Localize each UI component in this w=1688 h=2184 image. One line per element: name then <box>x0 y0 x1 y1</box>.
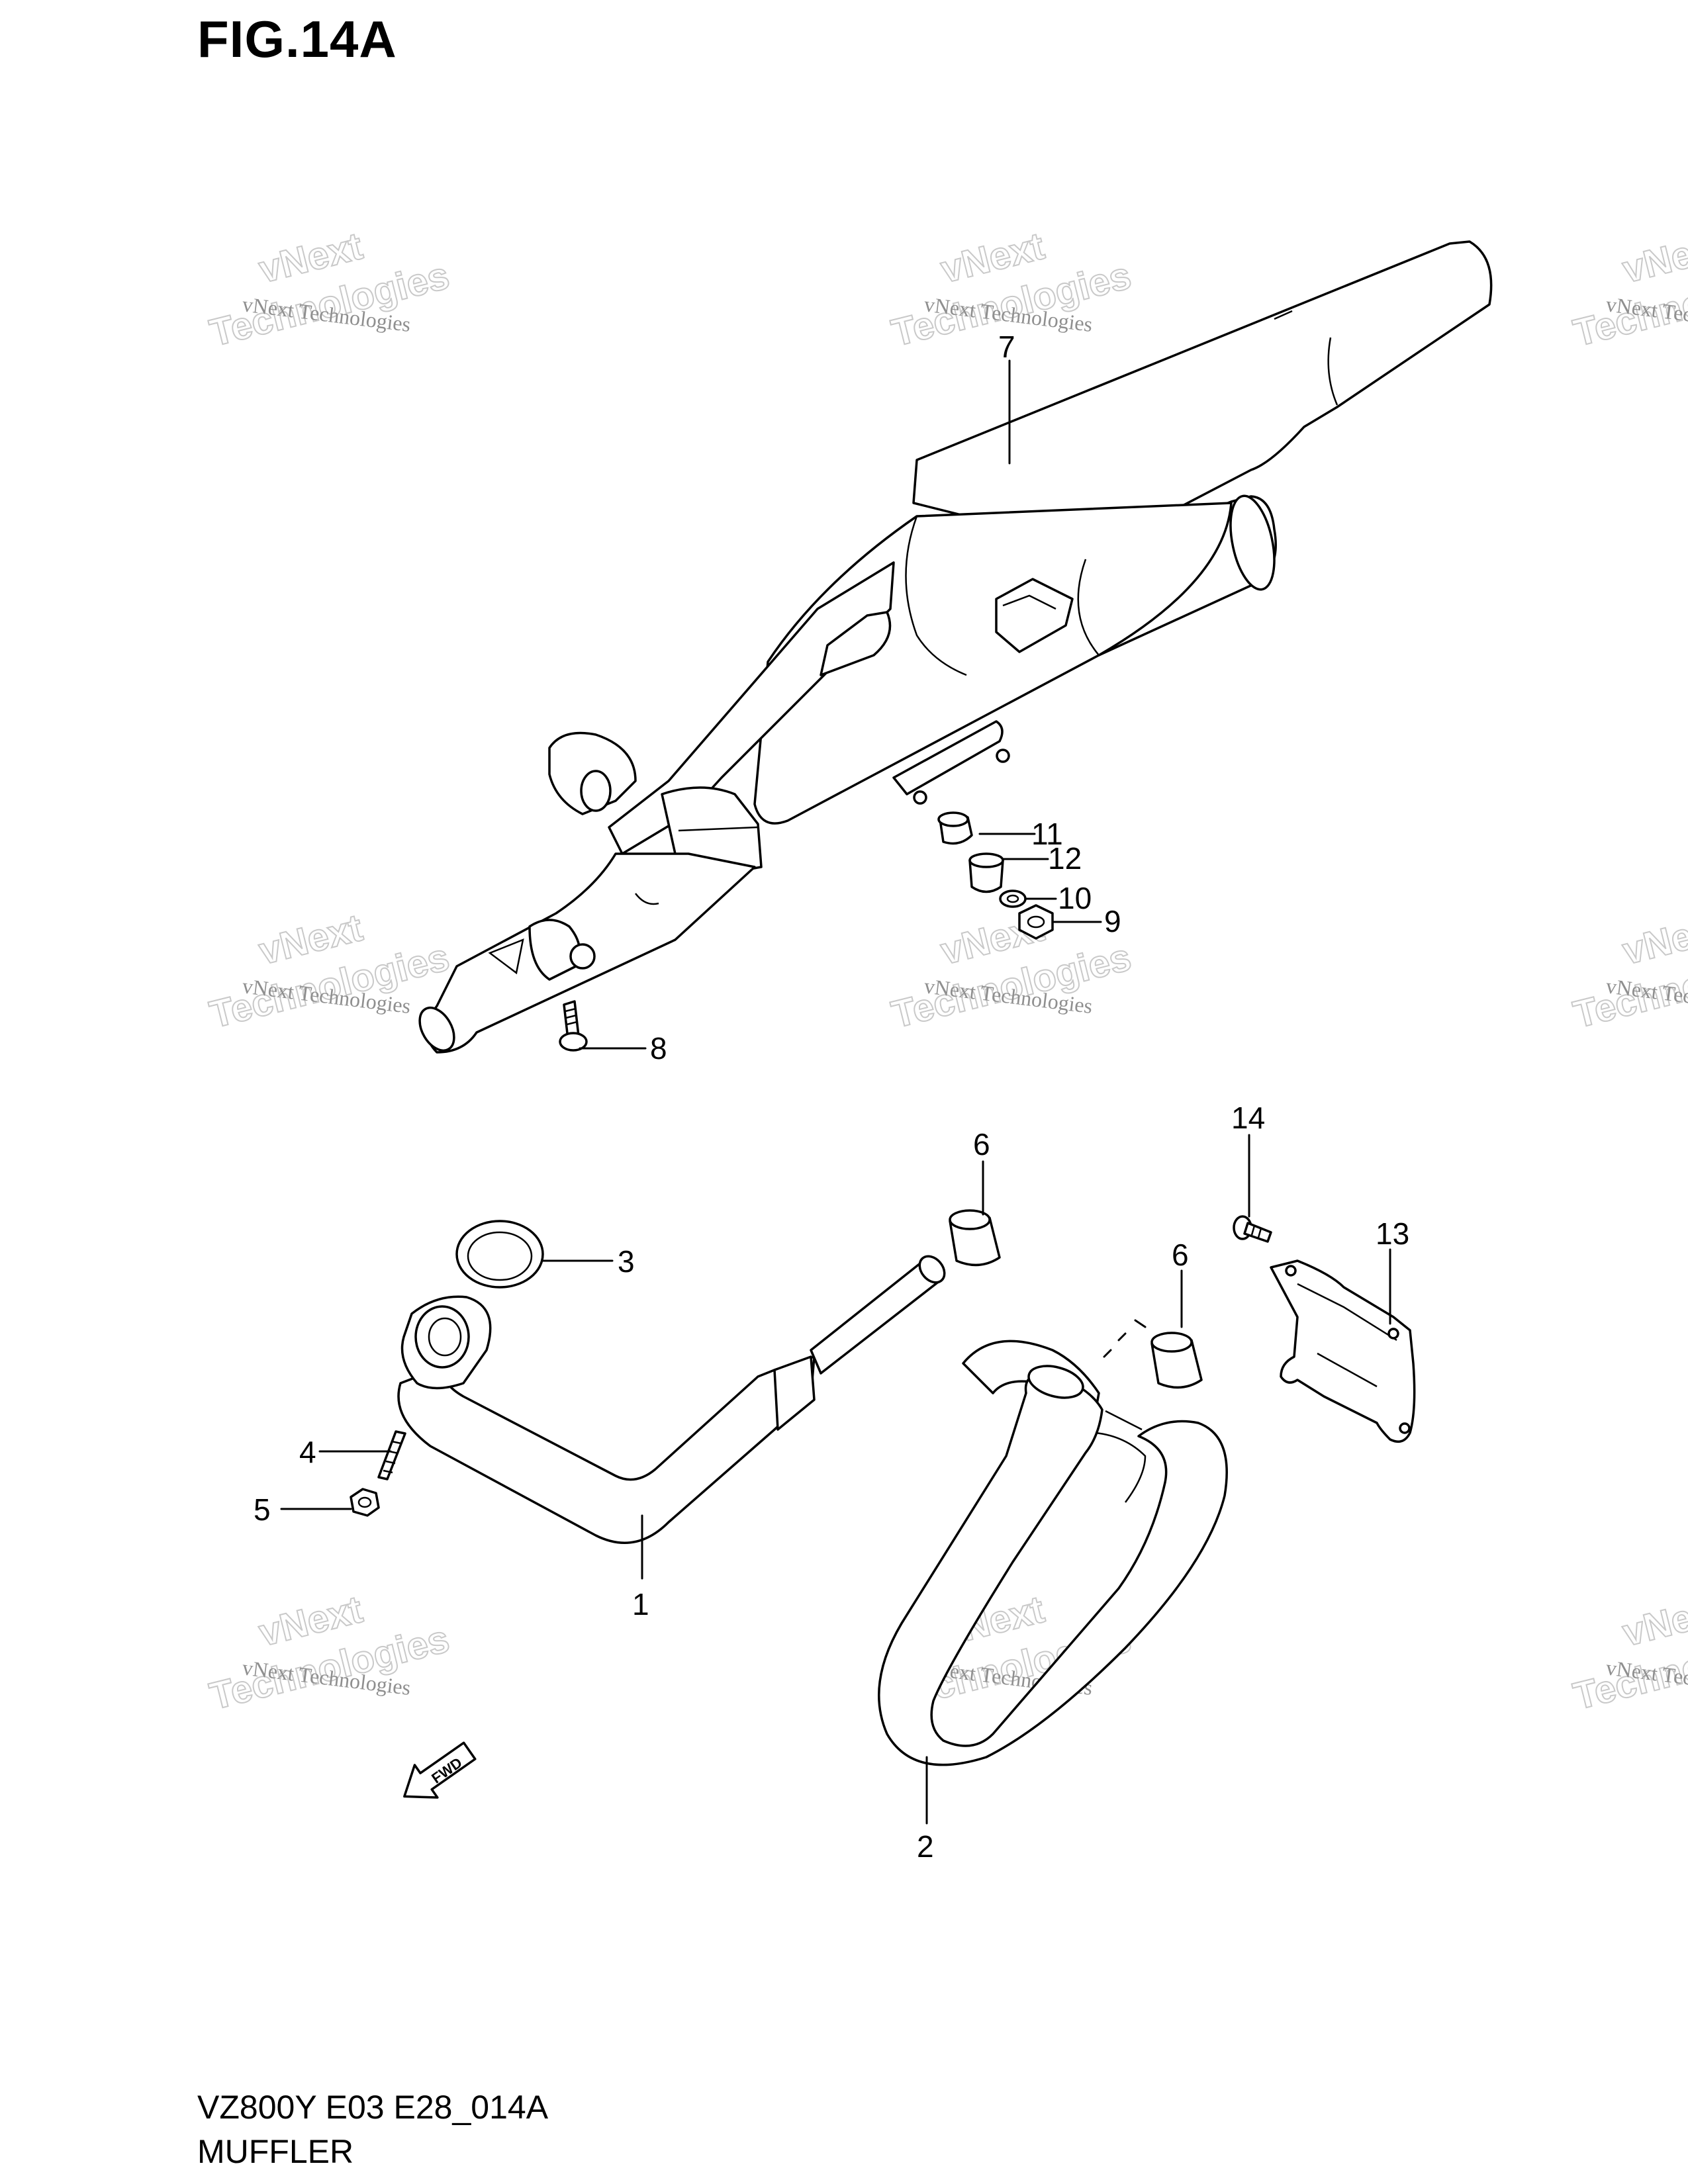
figure-title: FIG.14A <box>197 10 397 68</box>
watermark: vNext Technologies <box>1569 1587 1688 1719</box>
callout-label: 13 <box>1376 1216 1409 1251</box>
callout-label: 2 <box>917 1829 934 1864</box>
exhaust-pipe-2[interactable] <box>878 1340 1228 1766</box>
fwd-arrow-icon: FWD <box>403 1741 477 1799</box>
callout-label: 11 <box>1031 817 1063 851</box>
watermark-group: vNext Technologies vNext Technologies vN… <box>205 224 1688 1719</box>
sleeve-6-upper[interactable] <box>949 1209 1001 1267</box>
watermark: vNext Technologies <box>1569 905 1688 1037</box>
cushion-11[interactable] <box>937 811 973 845</box>
callout-label: 1 <box>632 1587 649 1621</box>
sleeve-6-lower[interactable] <box>1150 1332 1203 1389</box>
diagram-code: VZ800Y E03 E28_014A <box>197 2089 549 2126</box>
callout-label: 10 <box>1058 881 1092 915</box>
watermark-text: vNext <box>1618 224 1688 291</box>
watermark-text: vNext <box>1618 1588 1688 1655</box>
callout-label: 5 <box>254 1492 271 1527</box>
gasket-3[interactable] <box>455 1220 544 1289</box>
watermark: vNext Technologies <box>205 1587 454 1719</box>
bolt-7[interactable] <box>559 1000 588 1052</box>
callout-label: 7 <box>998 330 1015 364</box>
watermark: vNext Technologies <box>887 905 1136 1037</box>
leader-lines <box>280 359 1391 1825</box>
diagram-name: MUFFLER <box>197 2133 354 2170</box>
callout-label: 9 <box>1104 904 1121 938</box>
callout-label: 6 <box>973 1127 990 1161</box>
bolt-14[interactable] <box>1233 1215 1272 1243</box>
callout-label: 4 <box>299 1435 316 1469</box>
watermark-text: vNext <box>1618 906 1688 973</box>
washer-10[interactable] <box>999 889 1027 908</box>
exhaust-pipe-1[interactable] <box>397 1251 949 1544</box>
watermark: vNext Technologies <box>1569 224 1688 355</box>
callout-label: 6 <box>1172 1238 1189 1272</box>
callout-numbers: 7 11 12 10 9 8 3 4 5 1 6 6 2 14 13 <box>254 330 1409 1864</box>
nut-5[interactable] <box>350 1488 380 1517</box>
muffler-assembly[interactable] <box>412 240 1493 1056</box>
watermark: vNext Technologies <box>205 905 454 1037</box>
callout-label: 12 <box>1048 841 1082 876</box>
stud-4[interactable] <box>377 1430 406 1480</box>
spacer-12[interactable] <box>968 852 1004 893</box>
callout-label: 14 <box>1231 1101 1265 1135</box>
bracket-13[interactable] <box>1270 1259 1416 1443</box>
callout-label: 8 <box>650 1031 667 1066</box>
nut-9[interactable] <box>1018 904 1054 940</box>
watermark: vNext Technologies <box>205 224 454 355</box>
callout-label: 3 <box>618 1244 635 1279</box>
